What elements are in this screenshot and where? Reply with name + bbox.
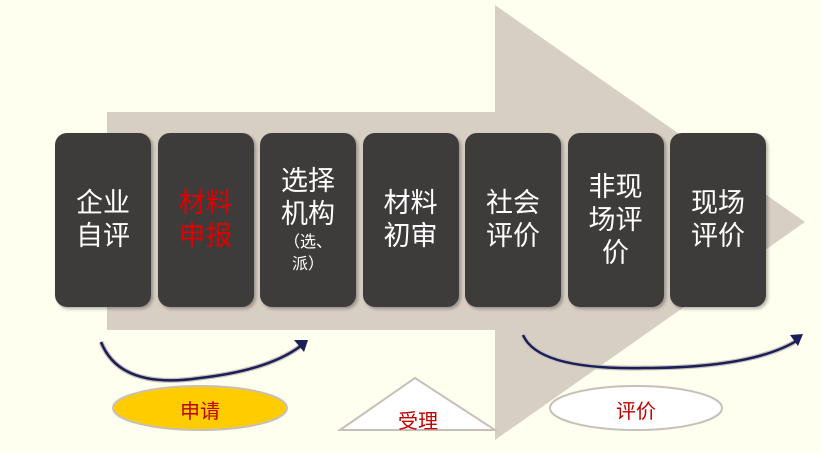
phase-apply-label: 申请 bbox=[180, 399, 220, 423]
step-text: 材料 bbox=[383, 188, 438, 219]
step-note: 派） bbox=[291, 254, 324, 273]
step-text: 初审 bbox=[383, 221, 438, 252]
step-box: 社会评价 bbox=[465, 133, 561, 307]
step-text: 现场 bbox=[691, 188, 745, 219]
phase-accept-label: 受理 bbox=[398, 409, 438, 433]
apply-ellipse bbox=[112, 385, 288, 431]
step-text: 场评 bbox=[588, 204, 643, 236]
step-text: 申报 bbox=[178, 221, 233, 252]
step-text: 非现 bbox=[588, 171, 643, 203]
step-note: （选、 bbox=[283, 232, 332, 251]
step-text: 自评 bbox=[76, 221, 130, 252]
step-box: 材料申报 bbox=[157, 133, 254, 307]
evaluate-ellipse bbox=[549, 385, 723, 431]
step-text: 评价 bbox=[486, 221, 540, 252]
step-box: 材料初审 bbox=[362, 133, 459, 307]
step-text: 选择 bbox=[281, 166, 335, 197]
step-box: 选择机构 （选、派） bbox=[260, 133, 356, 307]
step-text: 材料 bbox=[178, 188, 233, 219]
step-text: 机构 bbox=[281, 199, 335, 230]
step-text: 价 bbox=[602, 237, 629, 269]
step-text: 企业 bbox=[76, 188, 130, 219]
step-box: 非现场评价 bbox=[567, 133, 664, 307]
phase-evaluate-label: 评价 bbox=[616, 399, 656, 423]
step-text: 社会 bbox=[486, 188, 540, 219]
step-text: 评价 bbox=[691, 221, 745, 252]
accept-triangle bbox=[336, 376, 499, 431]
step-box: 现场评价 bbox=[670, 133, 766, 307]
step-box: 企业自评 bbox=[55, 133, 151, 307]
